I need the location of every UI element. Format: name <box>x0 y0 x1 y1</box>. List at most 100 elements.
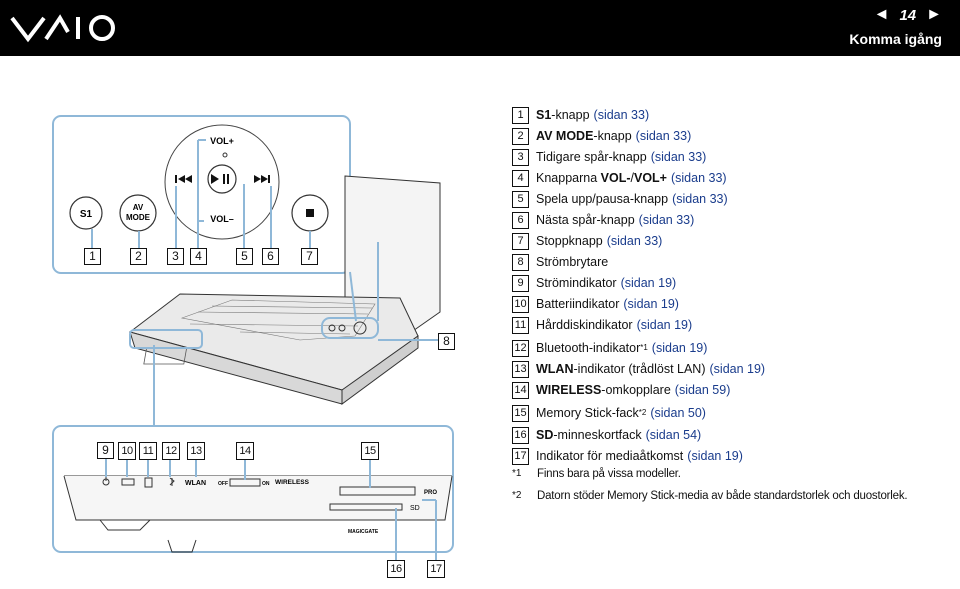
legend-item-text: -knapp <box>593 129 632 143</box>
page-ref-link[interactable]: (sidan 19) <box>709 362 766 376</box>
page-ref-link[interactable]: (sidan 33) <box>593 108 650 122</box>
page-ref-link[interactable]: (sidan 50) <box>650 406 706 420</box>
legend-item-text: WIRELESS <box>536 383 602 397</box>
page-ref-link[interactable]: (sidan 33) <box>635 129 692 143</box>
callout-5: 5 <box>236 248 253 265</box>
legend-item-text: Memory Stick-fack <box>536 406 639 420</box>
callout-7: 7 <box>301 248 318 265</box>
next-track-icon <box>254 175 270 183</box>
footnote-text: *1 <box>512 468 522 479</box>
footnote-text: Datorn stöder Memory Stick-media av både… <box>537 490 908 502</box>
callout-8: 8 <box>438 333 455 350</box>
legend-item: 2 AV MODE-knapp(sidan 33) <box>512 127 691 145</box>
legend-number-box: 7 <box>512 232 529 250</box>
av-label: AV <box>133 203 144 212</box>
legend-item-text: S1 <box>536 108 552 122</box>
legend-item: 9 Strömindikator(sidan 19) <box>512 274 676 292</box>
legend-number-box: 5 <box>512 190 529 208</box>
legend-item-text: Strömindikator <box>536 276 617 290</box>
page-ref-link[interactable]: (sidan 19) <box>651 341 708 355</box>
legend-item-text: -omkopplare <box>601 383 671 397</box>
page-ref-link[interactable]: (sidan 54) <box>645 428 702 442</box>
page-ref-link[interactable]: (sidan 59) <box>674 383 731 397</box>
legend-number-box: 2 <box>512 127 529 145</box>
legend-item-text: Spela upp/pausa-knapp <box>536 192 669 206</box>
legend-number-box: 13 <box>512 360 529 378</box>
page-ref-link[interactable]: (sidan 19) <box>620 276 677 290</box>
legend-number-box: 10 <box>512 295 529 313</box>
legend-number-box: 11 <box>512 316 529 334</box>
legend-item-text: Strömbrytare <box>536 255 609 269</box>
callout-9: 9 <box>97 442 114 459</box>
legend-item-text: VOL+ <box>633 171 667 185</box>
legend-item-text: -knapp <box>551 108 590 122</box>
vol-plus-label: VOL+ <box>210 136 234 146</box>
legend-item-text: VOL- <box>600 171 631 185</box>
legend-number-box: 9 <box>512 274 529 292</box>
legend-number-box: 16 <box>512 426 529 444</box>
legend-number-box: 15 <box>512 404 529 422</box>
page-ref-link[interactable]: (sidan 19) <box>623 297 679 311</box>
prev-page-arrow-icon[interactable]: ◄ <box>873 6 890 23</box>
previous-track-icon <box>175 175 192 183</box>
legend-item: 3 Tidigare spår-knapp(sidan 33) <box>512 148 706 166</box>
legend-item-text: Batteriindikator <box>536 297 620 311</box>
page-ref-link[interactable]: (sidan 33) <box>670 171 727 185</box>
vol-minus-label: VOL– <box>210 214 234 224</box>
legend-item-text: Stoppknapp <box>536 234 603 248</box>
legend-item-text: Nästa spår-knapp <box>536 213 635 227</box>
wireless-label: WIRELESS <box>275 479 310 486</box>
page-ref-link[interactable]: (sidan 19) <box>687 449 743 463</box>
page-ref-link[interactable]: (sidan 19) <box>636 318 693 332</box>
page-ref-link[interactable]: (sidan 33) <box>638 213 695 227</box>
legend-number-box: 14 <box>512 381 529 399</box>
callout-13: 13 <box>187 442 205 460</box>
legend-item-text: -minneskortfack <box>553 428 642 442</box>
legend-number-box: 6 <box>512 211 529 229</box>
page-ref-link[interactable]: (sidan 33) <box>650 150 707 164</box>
legend-number-box: 8 <box>512 253 529 271</box>
callout-4: 4 <box>190 248 207 265</box>
callout-3: 3 <box>167 248 184 265</box>
legend-number-box: 4 <box>512 169 529 187</box>
legend-item-text: -indikator (trådlöst LAN) <box>573 362 706 376</box>
callout-11: 11 <box>139 442 157 460</box>
legend-number-box: 17 <box>512 447 529 465</box>
legend-number-box: 12 <box>512 339 529 357</box>
s1-button-label: S1 <box>80 209 93 220</box>
legend-number-box: 3 <box>512 148 529 166</box>
on-label: ON <box>262 481 270 487</box>
mode-label: MODE <box>126 213 151 222</box>
callout-1: 1 <box>84 248 101 265</box>
legend-item: 7 Stoppknapp(sidan 33) <box>512 232 662 250</box>
page-ref-link[interactable]: (sidan 33) <box>606 234 663 248</box>
callout-16: 16 <box>387 560 405 578</box>
footnote-text: *2 <box>512 490 522 501</box>
page-ref-link[interactable]: (sidan 33) <box>672 192 728 206</box>
legend-item: 14 WIRELESS-omkopplare(sidan 59) <box>512 381 730 399</box>
page-navigator: ◄ 14 ► <box>874 6 942 24</box>
pro-label: PRO <box>424 490 437 496</box>
callout-10: 10 <box>118 442 136 460</box>
play-pause-icon <box>211 174 229 184</box>
legend-item-text: Bluetooth-indikator <box>536 341 641 355</box>
wlan-label: WLAN <box>185 480 206 487</box>
page-header: ◄ 14 ► Komma igång <box>0 0 960 56</box>
legend-item-text: Tidigare spår-knapp <box>536 150 647 164</box>
legend-item: 10 Batteriindikator(sidan 19) <box>512 295 679 313</box>
callout-14: 14 <box>236 442 254 460</box>
sd-label: SD <box>410 505 420 512</box>
magicgate-label: MAGICGATE <box>348 529 379 535</box>
next-page-arrow-icon[interactable]: ► <box>926 6 942 23</box>
section-title: Komma igång <box>849 31 942 47</box>
legend-item-text: AV MODE <box>536 129 594 143</box>
legend-item: 8 Strömbrytare <box>512 253 608 271</box>
legend-item-text: Hårddiskindikator <box>536 318 633 332</box>
legend-item: 5 Spela upp/pausa-knapp(sidan 33) <box>512 190 728 208</box>
page-number: 14 <box>899 6 917 24</box>
